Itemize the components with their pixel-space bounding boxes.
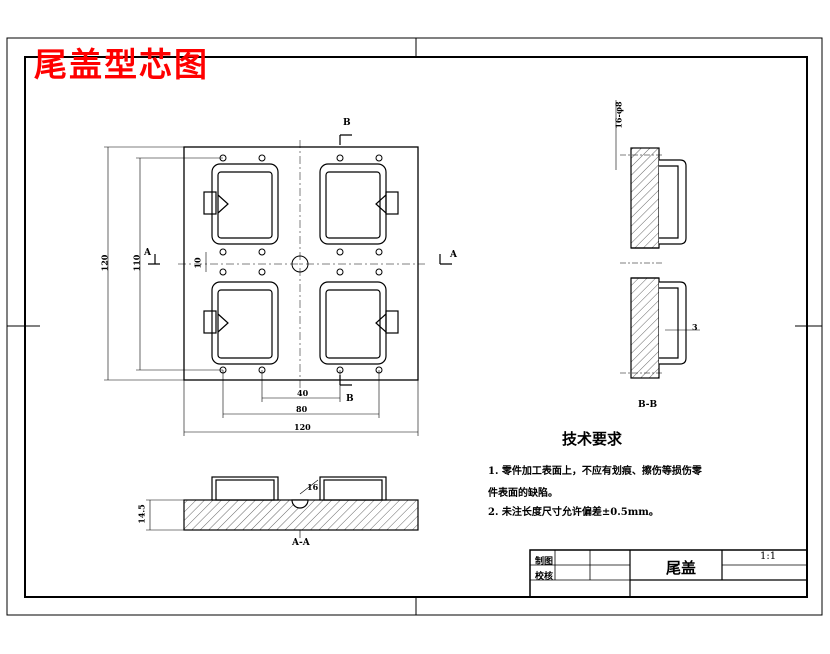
- dim-120: 120: [294, 422, 311, 432]
- tech-requirement-1-cont: 件表面的缺陷。: [488, 488, 558, 499]
- drawing-title: 尾盖型芯图: [34, 45, 209, 84]
- centering-marks: [7, 38, 822, 615]
- section-label-b-top: B: [343, 118, 351, 128]
- plate-top-view: [183, 146, 419, 381]
- section-bb-dims-solid: [615, 100, 700, 331]
- dim-10-vertical: 10: [192, 257, 203, 269]
- section-label-b-bottom: B: [346, 394, 354, 404]
- dim-bb-top: 16-φ8: [613, 101, 624, 129]
- section-bb-view: [630, 147, 687, 379]
- tech-requirement-1: 1. 零件加工表面上，不应有划痕、擦伤等损伤零: [488, 466, 702, 477]
- section-label-a-right: A: [450, 250, 457, 260]
- dim-110-vertical: 110: [131, 254, 142, 272]
- dim-120-vertical: 120: [99, 254, 110, 272]
- dimension-lines: [104, 146, 419, 436]
- dim-80: 80: [296, 404, 308, 414]
- section-cut-marks: [148, 134, 452, 386]
- cavity-bottom-right: [319, 281, 399, 365]
- section-title-bb: B-B: [638, 400, 658, 410]
- title-block-scale: 1:1: [760, 551, 777, 562]
- tech-requirement-2: 2. 未注长度尺寸允许偏差±0.5mm。: [488, 507, 659, 518]
- section-bb-dims: [620, 154, 662, 374]
- title-block-draw-label: 制图: [535, 557, 554, 567]
- cavity-bottom-left: [203, 281, 279, 365]
- section-aa-dims: [146, 479, 319, 538]
- dim-16: 16: [307, 482, 319, 492]
- center-lines: [178, 140, 425, 388]
- cavity-top-left: [203, 163, 279, 245]
- dim-3: 3: [692, 322, 698, 332]
- title-block-part-name: 尾盖: [666, 559, 697, 577]
- title-block: [529, 549, 808, 598]
- tech-requirements-heading: 技术要求: [562, 430, 623, 448]
- section-aa-view: [183, 476, 419, 531]
- cavity-top-right: [319, 163, 399, 245]
- dim-14-5-vertical: 14.5: [136, 504, 147, 524]
- dim-40: 40: [297, 388, 309, 398]
- title-block-check-label: 校核: [535, 572, 554, 582]
- section-label-a-left: A: [144, 248, 151, 258]
- section-title-aa: A-A: [292, 538, 310, 548]
